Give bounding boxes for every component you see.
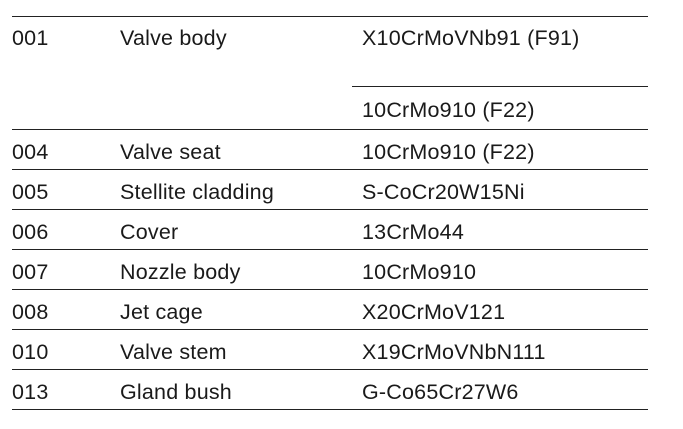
part-name: Valve stem: [120, 340, 227, 364]
material-divider-rule: [352, 86, 648, 87]
position-number: 008: [12, 300, 49, 324]
material: X19CrMoVNbN111: [362, 340, 546, 364]
table-row: 007 Nozzle body 10CrMo910: [12, 250, 648, 290]
material: 10CrMo910 (F22): [362, 140, 535, 164]
position-number: 013: [12, 380, 49, 404]
table-row: 004 Valve seat 10CrMo910 (F22): [12, 130, 648, 170]
position-number: 001: [12, 26, 49, 50]
material: X20CrMoV121: [362, 300, 506, 324]
part-name: Valve seat: [120, 140, 221, 164]
material: X10CrMoVNb91 (F91): [362, 26, 580, 50]
part-name: Stellite cladding: [120, 180, 274, 204]
parts-material-table: 001 Valve body X10CrMoVNb91 (F91) 10CrMo…: [12, 16, 648, 410]
position-number: 006: [12, 220, 49, 244]
material: S-CoCr20W15Ni: [362, 180, 525, 204]
material-alternative: 10CrMo910 (F22): [362, 98, 535, 122]
table-row: 006 Cover 13CrMo44: [12, 210, 648, 250]
position-number: 004: [12, 140, 49, 164]
position-number: 005: [12, 180, 49, 204]
table-row: 013 Gland bush G-Co65Cr27W6: [12, 370, 648, 410]
table-top-rule: [12, 16, 648, 17]
part-name: Gland bush: [120, 380, 232, 404]
table-row: 005 Stellite cladding S-CoCr20W15Ni: [12, 170, 648, 210]
material: 13CrMo44: [362, 220, 464, 244]
material: 10CrMo910: [362, 260, 477, 284]
table-row: 001 Valve body X10CrMoVNb91 (F91) 10CrMo…: [12, 16, 648, 130]
position-number: 010: [12, 340, 49, 364]
table-row: 008 Jet cage X20CrMoV121: [12, 290, 648, 330]
part-name: Nozzle body: [120, 260, 241, 284]
part-name: Jet cage: [120, 300, 203, 324]
table-row: 010 Valve stem X19CrMoVNbN111: [12, 330, 648, 370]
part-name: Cover: [120, 220, 179, 244]
position-number: 007: [12, 260, 49, 284]
part-name: Valve body: [120, 26, 227, 50]
material: G-Co65Cr27W6: [362, 380, 519, 404]
